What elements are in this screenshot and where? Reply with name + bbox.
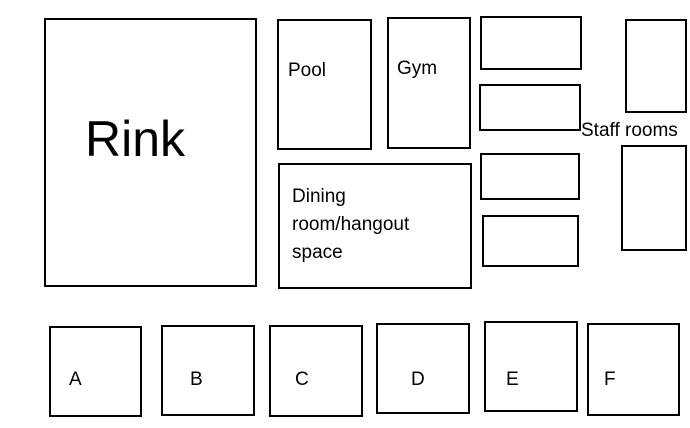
pool-label: Pool [288,60,327,81]
staff-room-4 [482,215,579,267]
rink-label: Rink [85,111,186,167]
staff-room-5 [625,19,687,113]
staff-room-2 [479,84,581,131]
pool-room [277,19,372,150]
staff-room-1 [480,16,582,70]
staff-room-3 [480,153,580,200]
unit-c-label: C [295,369,309,390]
dining-room [278,163,472,289]
unit-d-label: D [411,369,425,390]
unit-e-label: E [506,369,519,390]
rink-room [44,18,257,287]
unit-a-label: A [69,369,82,390]
unit-f-room [587,323,680,416]
unit-d-room [376,323,470,414]
unit-a-room [49,326,142,417]
unit-b-room [161,325,255,416]
dining-label: Dining room/hangout space [292,186,410,263]
gym-room [387,17,471,149]
gym-label: Gym [397,58,438,79]
unit-c-room [269,325,363,417]
staff-room-6 [621,145,687,251]
unit-e-room [484,321,578,412]
unit-f-label: F [604,369,616,390]
unit-b-label: B [190,369,203,390]
staff-rooms-label: Staff rooms [581,120,678,141]
